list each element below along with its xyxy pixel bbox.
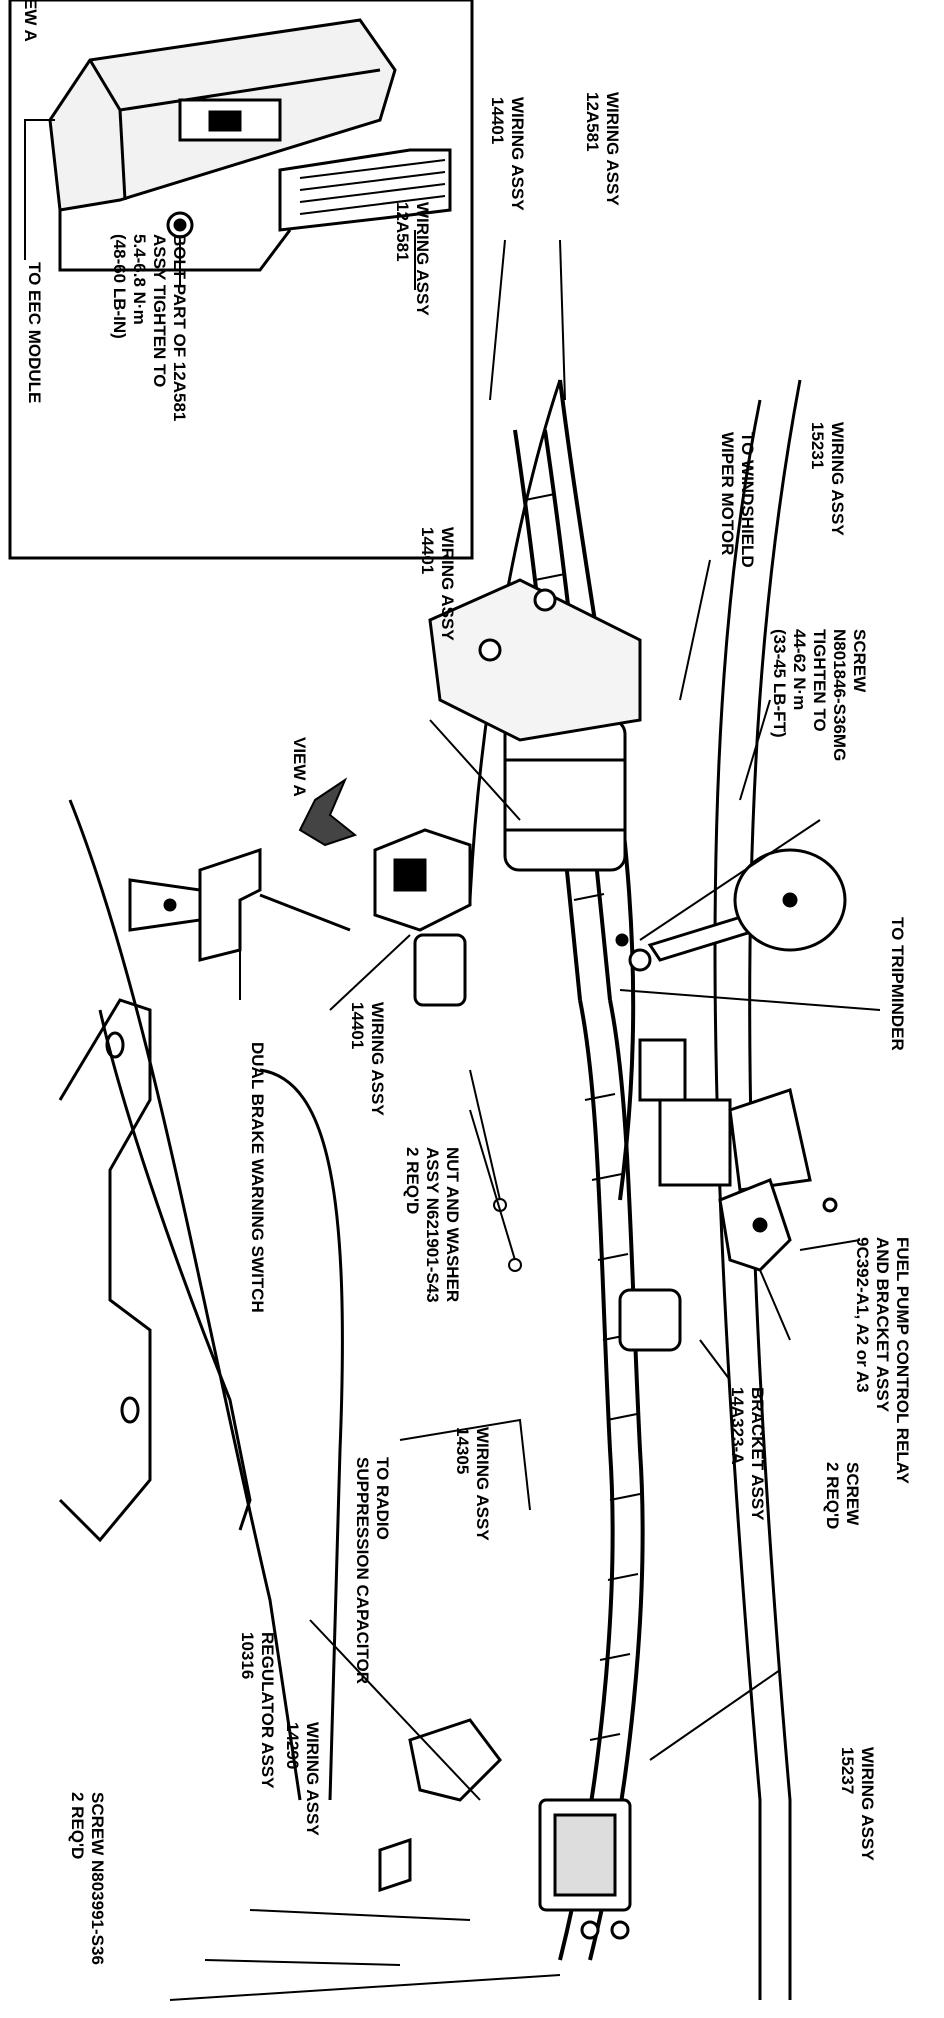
label-view-a: VIEW A xyxy=(290,737,309,797)
view-a-arrow-icon xyxy=(298,777,358,847)
inset-to-eec-module: TO EEC MODULE xyxy=(25,262,44,404)
label-dual-brake-warning-switch: DUAL BRAKE WARNING SWITCH xyxy=(248,1042,267,1313)
harness-connectors xyxy=(413,933,812,1352)
inset-leaders xyxy=(24,119,416,290)
leader-lines xyxy=(169,239,881,2001)
dual-brake-switch-illustration xyxy=(128,847,351,962)
inset-frame xyxy=(8,0,474,560)
fuel-relay-bracket xyxy=(718,1178,838,1272)
wiper-linkage xyxy=(615,848,847,972)
inset-title: VIEW A xyxy=(21,0,40,42)
eec-module-illustration xyxy=(48,18,452,272)
brake-bracket-outline xyxy=(58,998,152,1543)
regulator-illustration xyxy=(538,1798,632,1940)
label-to-tripminder: TO TRIPMINDER xyxy=(888,917,907,1051)
cowl-outline xyxy=(68,379,802,2000)
wiper-motor-illustration xyxy=(428,578,642,872)
eec-connector xyxy=(373,828,472,932)
radio-capacitor-illustration xyxy=(378,1718,502,1893)
